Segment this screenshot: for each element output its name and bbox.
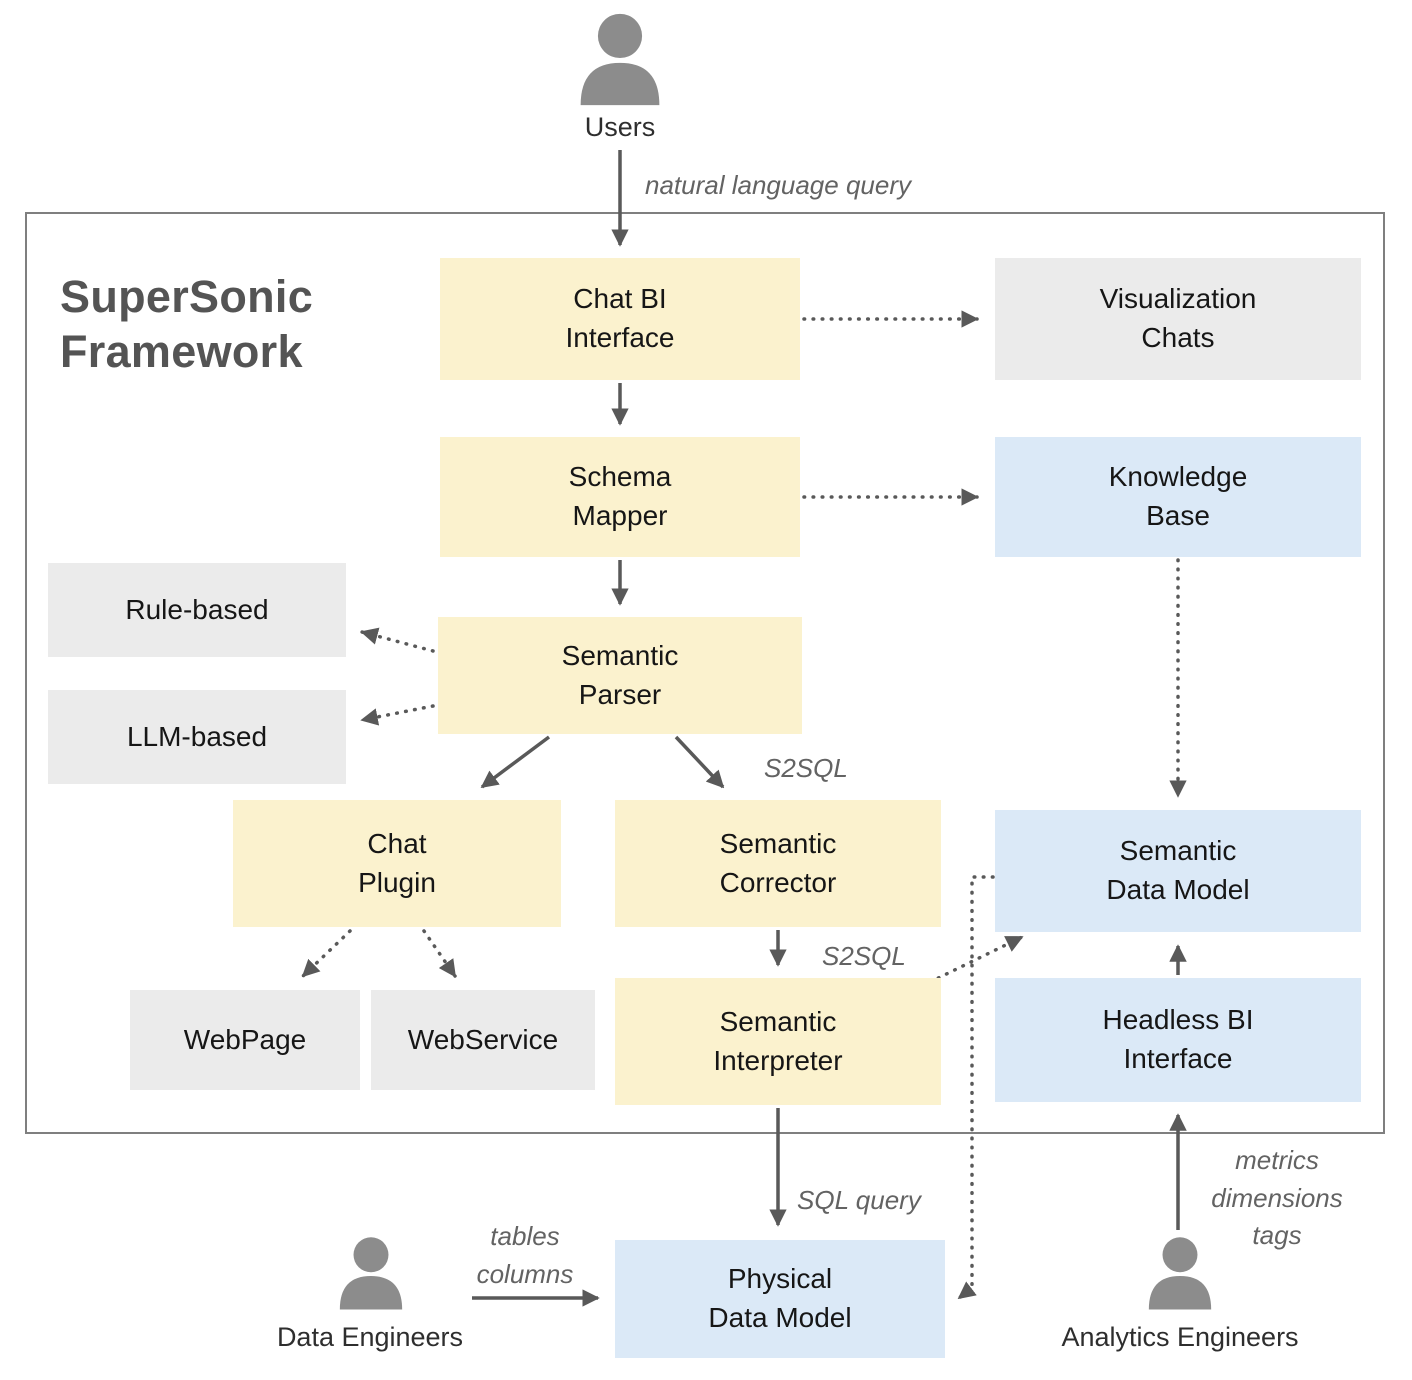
users-label: Users: [584, 112, 656, 142]
node-visualization-chats: Visualization Chats: [995, 258, 1361, 380]
data-engineers-icon: [333, 1233, 409, 1313]
node-semantic-parser: Semantic Parser: [438, 617, 802, 734]
label-s2sql-corrector: S2SQL: [822, 941, 906, 971]
node-headless-bi-interface: Headless BI Interface: [995, 978, 1361, 1102]
framework-boundary: [25, 212, 1385, 1134]
node-semantic-data-model: Semantic Data Model: [995, 810, 1361, 932]
label-tables-columns: tables columns: [476, 1221, 574, 1289]
node-knowledge-base: Knowledge Base: [995, 437, 1361, 557]
label-sql-query: SQL query: [797, 1185, 921, 1215]
label-metrics-dimensions-tags: metrics dimensions tags: [1211, 1145, 1343, 1251]
node-rule-based: Rule-based: [48, 563, 346, 657]
data-engineers-label: Data Engineers: [276, 1322, 464, 1352]
analytics-engineers-icon: [1142, 1233, 1218, 1313]
node-schema-mapper: Schema Mapper: [440, 437, 800, 557]
node-physical-data-model: Physical Data Model: [615, 1240, 945, 1358]
analytics-engineers-label: Analytics Engineers: [1061, 1322, 1299, 1352]
node-webservice: WebService: [371, 990, 595, 1090]
diagram-title: SuperSonic Framework: [60, 271, 314, 377]
node-chat-plugin: Chat Plugin: [233, 800, 561, 927]
label-s2sql-parser: S2SQL: [764, 753, 848, 783]
node-semantic-corrector: Semantic Corrector: [615, 800, 941, 927]
users-icon: [572, 8, 668, 110]
node-semantic-interpreter: Semantic Interpreter: [615, 978, 941, 1105]
label-natural-language-query: natural language query: [645, 170, 911, 200]
node-chat-bi-interface: Chat BI Interface: [440, 258, 800, 380]
node-llm-based: LLM-based: [48, 690, 346, 784]
node-webpage: WebPage: [130, 990, 360, 1090]
